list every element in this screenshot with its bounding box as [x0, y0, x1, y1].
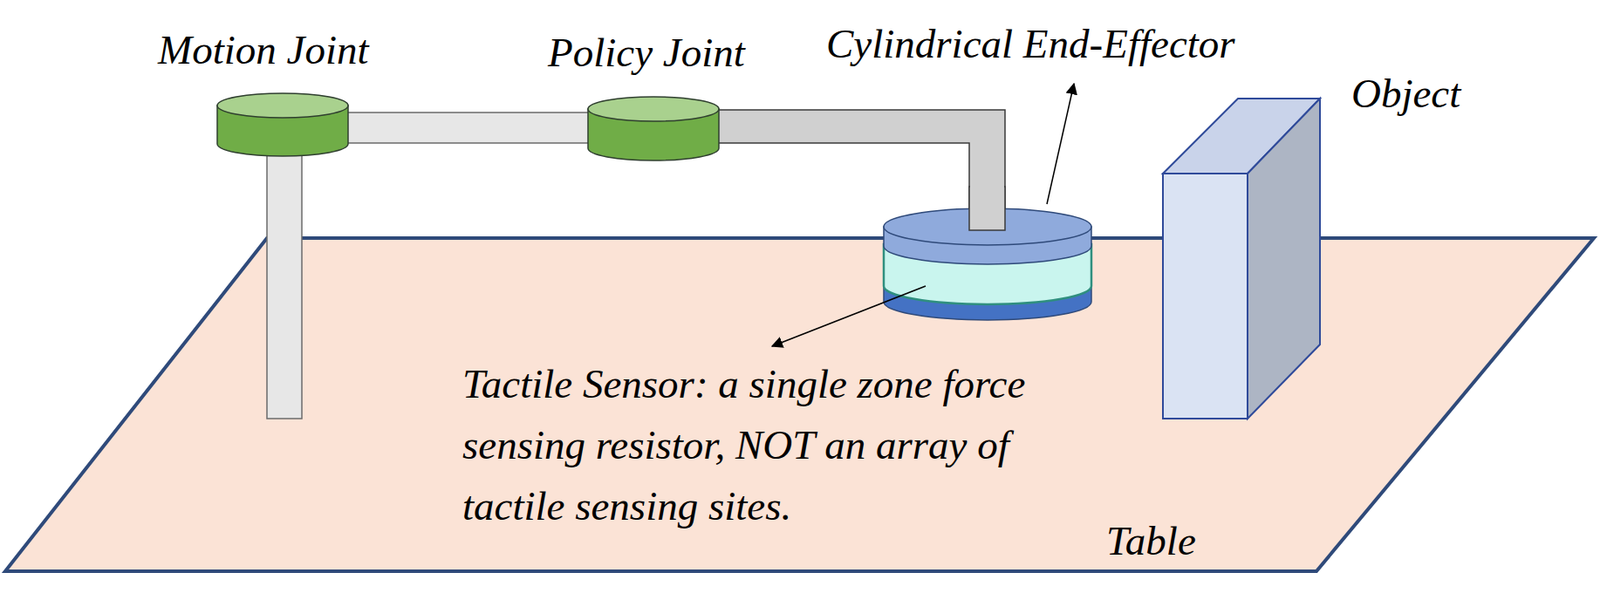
note-label: Tactile Sensor: a single zone force sens… [462, 353, 1104, 537]
end-effector [883, 186, 1092, 321]
table-surface [5, 238, 1594, 572]
leader-line [772, 286, 926, 347]
part-label: Table [1106, 510, 1197, 572]
arm-link-1 [340, 112, 598, 144]
object-box [1162, 98, 1320, 419]
policy-joint [588, 96, 719, 161]
joint-label: Motion Joint [157, 19, 370, 81]
motion-joint [217, 93, 349, 157]
part-label: Object [1351, 62, 1461, 124]
leader-line [1046, 83, 1074, 205]
part-label: Cylindrical End-Effector [826, 13, 1236, 75]
base-post [266, 152, 302, 419]
joint-label: Policy Joint [547, 21, 746, 83]
